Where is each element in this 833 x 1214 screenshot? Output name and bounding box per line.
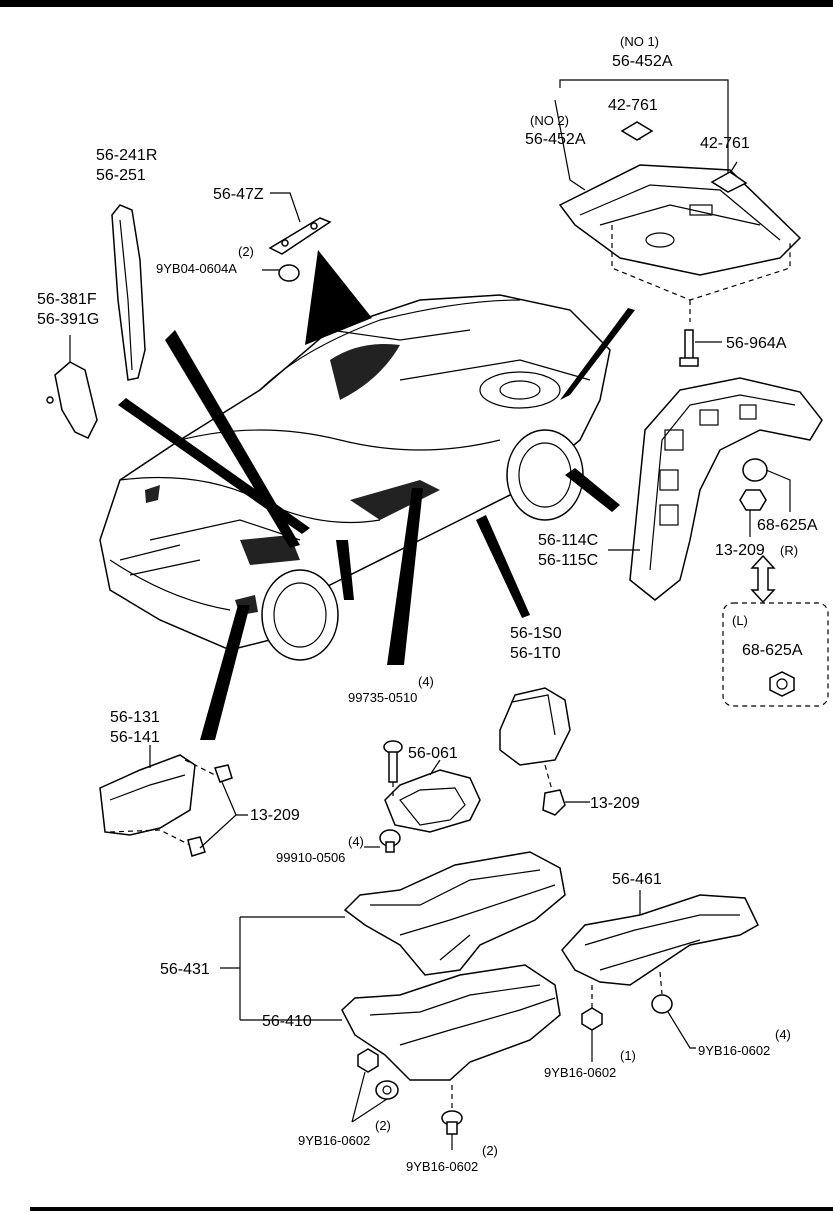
bottom-border-bar <box>30 1207 833 1211</box>
label-56-241r: 56-241R <box>96 147 157 164</box>
label-99910: 99910-0506 <box>276 850 345 865</box>
label-42-761-b: 42-761 <box>700 135 750 152</box>
label-13-209-mid: 13-209 <box>590 795 640 812</box>
bracket-56-131 <box>99 745 216 846</box>
nut-9yb16-left-b <box>375 1080 399 1100</box>
bracket-56-381f <box>46 335 98 439</box>
leader-9yb16-left <box>351 1071 388 1123</box>
label-68-625a-r: 68-625A <box>757 517 818 534</box>
nut-68-625a-left <box>769 671 795 697</box>
insulator-56-461 <box>561 890 759 986</box>
label-56-391g: 56-391G <box>37 311 99 328</box>
bolt-56-964a <box>679 329 722 367</box>
label-99735: 99735-0510 <box>348 690 417 705</box>
nut-9yb16-right <box>651 971 696 1049</box>
label-56-115c: 56-115C <box>538 552 598 569</box>
clip-13-209-left-a <box>214 764 233 783</box>
label-56-381f: 56-381F <box>37 291 97 308</box>
label-56-1s0: 56-1S0 <box>510 625 562 642</box>
nut-9yb16-left-a <box>357 1048 379 1073</box>
label-56-114c: 56-114C <box>538 532 598 549</box>
top-border-bar <box>0 0 833 7</box>
strip-56-47z <box>268 192 332 255</box>
nut-9yb16-bottom <box>441 1085 463 1150</box>
label-56-452a-left: 56-452A <box>525 131 586 148</box>
clip-13-209-left-b <box>187 836 206 857</box>
labels: (NO 1) 56-452A (NO 2) 56-452A 42-761 42-… <box>37 34 818 1174</box>
clip-13-209-right <box>739 489 767 537</box>
label-9yb16-left: 9YB16-0602 <box>298 1133 370 1148</box>
label-9yb16-right: 9YB16-0602 <box>698 1043 770 1058</box>
bracket-leader-56-431 <box>220 916 345 1021</box>
leader-13-209-left <box>199 781 248 849</box>
label-qty-4-nut: (4) <box>775 1027 791 1042</box>
nut-68-625a-right <box>742 458 791 512</box>
label-qty-4-clip: (4) <box>348 834 364 849</box>
label-tag-l: (L) <box>732 613 748 628</box>
label-tag-r: (R) <box>780 543 798 558</box>
label-qty-2-nut-left: (2) <box>375 1118 391 1133</box>
label-no1: (NO 1) <box>620 34 659 49</box>
label-qty-1-nut: (1) <box>620 1048 636 1063</box>
insulator-56-431 <box>343 851 566 976</box>
pad-56-061 <box>384 759 481 833</box>
label-56-461: 56-461 <box>612 871 662 888</box>
label-9yb04: 9YB04-0604A <box>156 261 237 276</box>
label-56-47z: 56-47Z <box>213 186 264 203</box>
label-56-410: 56-410 <box>262 1013 312 1030</box>
under-cover-assembly <box>554 79 802 322</box>
clip-99910 <box>364 829 401 853</box>
label-42-761-a: 42-761 <box>608 97 658 114</box>
insulator-56-410 <box>341 964 561 1081</box>
callout-wedges <box>118 250 635 740</box>
label-56-131: 56-131 <box>110 709 160 726</box>
label-no2: (NO 2) <box>530 113 569 128</box>
label-56-141: 56-141 <box>110 729 160 746</box>
fender-liner <box>608 377 823 601</box>
pad-42-761-a <box>620 121 654 141</box>
pad-42-761-b <box>710 171 748 193</box>
label-56-251: 56-251 <box>96 167 146 184</box>
screw-99735 <box>383 740 403 800</box>
label-56-964a: 56-964A <box>726 335 787 352</box>
label-56-452a-top: 56-452A <box>612 53 673 70</box>
label-qty-2-clip: (2) <box>238 244 254 259</box>
label-68-625a-l: 68-625A <box>742 642 803 659</box>
label-9yb16-center: 9YB16-0602 <box>544 1065 616 1080</box>
bracket-56-1s0 <box>499 687 571 791</box>
label-13-209-left: 13-209 <box>250 807 300 824</box>
trim-56-241r <box>111 204 146 381</box>
label-56-1t0: 56-1T0 <box>510 645 561 662</box>
label-qty-2-nut-bottom: (2) <box>482 1143 498 1158</box>
label-56-061: 56-061 <box>408 745 458 762</box>
label-9yb16-bottom: 9YB16-0602 <box>406 1159 478 1174</box>
clip-13-209-mid <box>542 789 590 816</box>
label-qty-4-screw: (4) <box>418 674 434 689</box>
clip-9yb04 <box>262 264 300 282</box>
nut-9yb16-center <box>581 985 603 1062</box>
car-body-illustration <box>99 294 611 661</box>
double-arrow-icon <box>750 554 776 604</box>
label-13-209-r: 13-209 <box>715 542 765 559</box>
label-56-431: 56-431 <box>160 961 210 978</box>
